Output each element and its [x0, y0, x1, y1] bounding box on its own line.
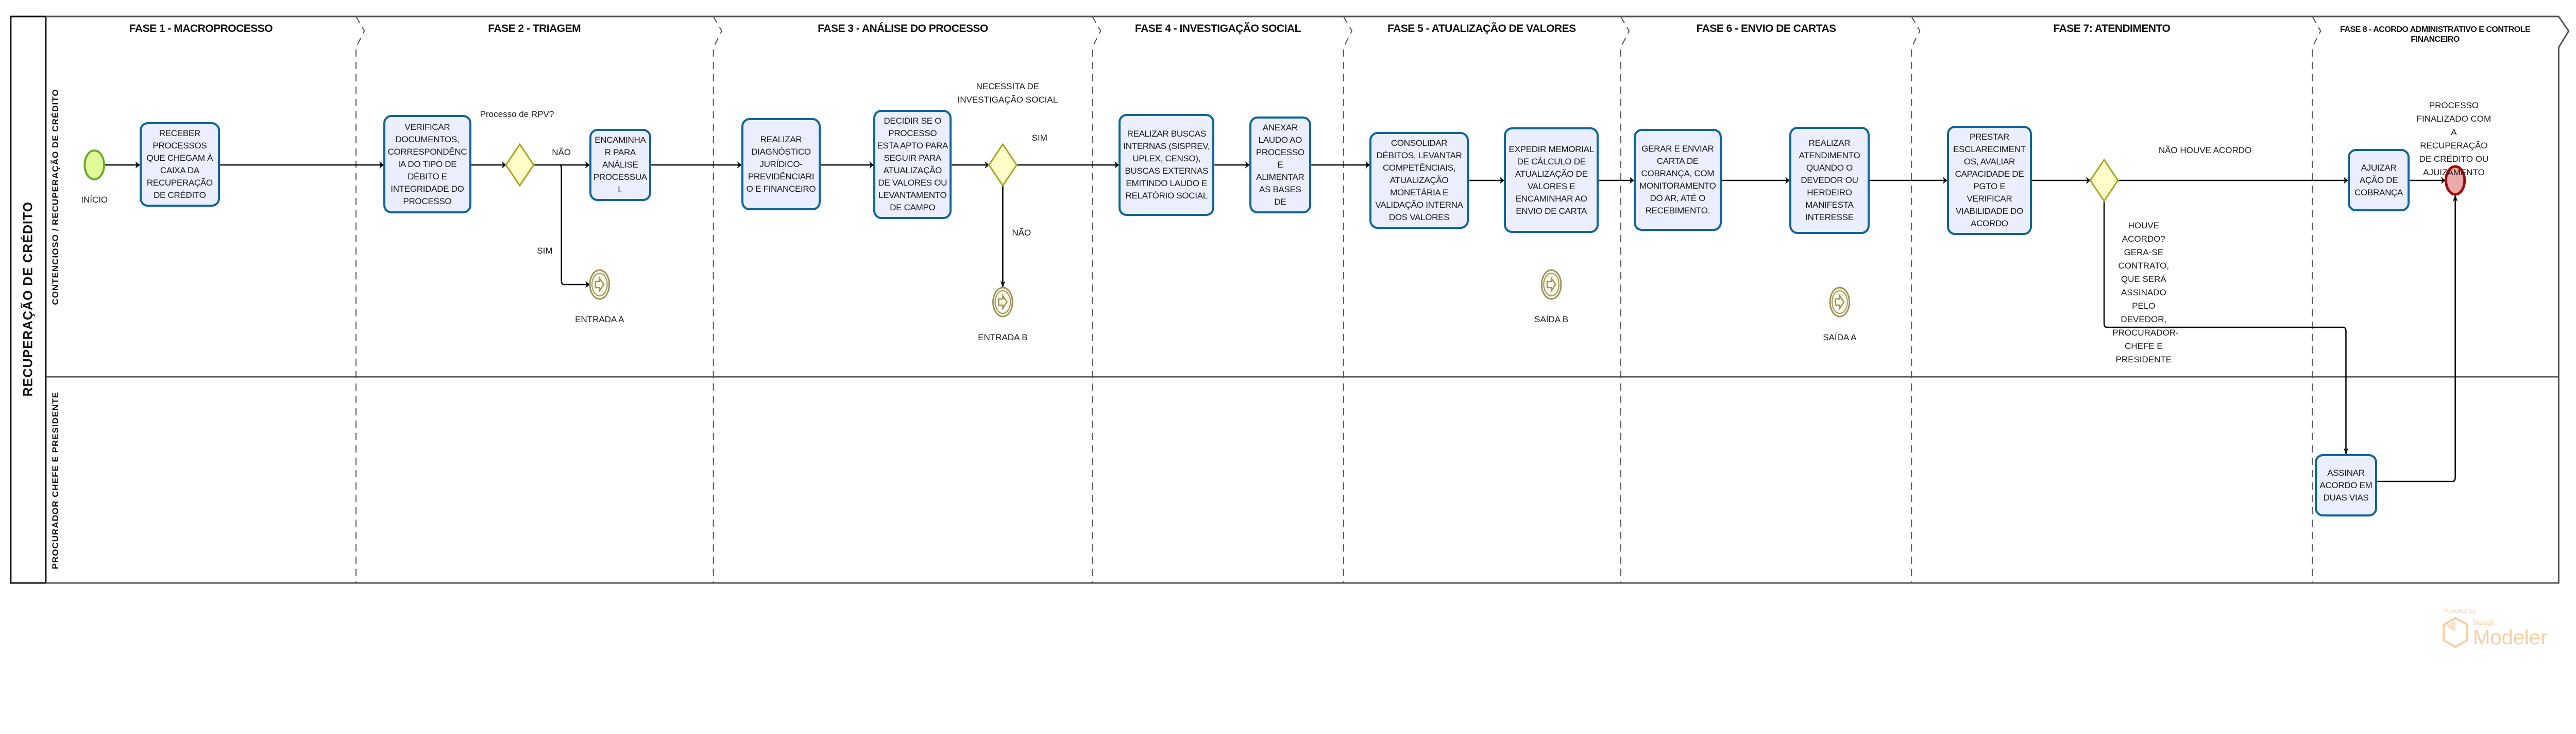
- phase-title-6: FASE 6 - ENVIO DE CARTAS: [1696, 23, 1836, 35]
- task-receber-processos[interactable]: RECEBER PROCESSOS QUE CHEGAM À CAIXA DA …: [139, 122, 220, 207]
- task-encaminhar-analise[interactable]: ENCAMINHAR PARA ANÁLISE PROCESSUAL: [589, 128, 652, 201]
- gateway-investigacao-icon[interactable]: [989, 144, 1016, 186]
- gateway-rpv-no-label: NÃO: [552, 147, 571, 157]
- phase-title-2: FASE 2 - TRIAGEM: [488, 23, 581, 35]
- gateway-rpv-question: Processo de RPV?: [480, 109, 554, 119]
- phase-separator: [356, 16, 364, 583]
- flow: [2377, 195, 2458, 481]
- gateway-investigacao-question-2: INVESTIGAÇÃO SOCIAL: [957, 95, 1058, 105]
- end-event-label: PROCESSO FINALIZADO COM A RECUPERAÇÃO DE…: [2416, 101, 2492, 177]
- task-consolidar-debitos[interactable]: CONSOLIDAR DÉBITOS, LEVANTAR COMPETÊNCIA…: [1369, 132, 1469, 229]
- phase-separator: [1344, 16, 1352, 583]
- entrada-a-label: ENTRADA A: [575, 314, 624, 324]
- task-verificar-documentos[interactable]: VERIFICAR DOCUMENTOS, CORRESPONDÊNCIA DO…: [383, 115, 471, 213]
- task-realizar-buscas[interactable]: REALIZAR BUSCAS INTERNAS (SISPREV, UPLEX…: [1118, 114, 1215, 216]
- phase-separators: [356, 16, 2320, 583]
- phase-separator: [1092, 16, 1100, 583]
- pool: [11, 16, 2569, 583]
- flow: [560, 165, 590, 288]
- task-realizar-diagnostico[interactable]: REALIZAR DIAGNÓSTICO JURÍDICO-PREVIDÊNCI…: [741, 118, 821, 210]
- phase-separator: [2312, 16, 2320, 583]
- link-event-saida-a-icon[interactable]: [1830, 288, 1850, 316]
- phase-separator: [714, 16, 722, 583]
- sequence-flows: [105, 161, 2458, 481]
- task-ajuizar-acao[interactable]: AJUIZAR AÇÃO DE COBRANÇA: [2347, 149, 2410, 211]
- task-prestar-esclarecimentos[interactable]: PRESTAR ESCLARECIMENTOS, AVALIAR CAPACID…: [1946, 126, 2032, 235]
- pool-border: [46, 16, 2569, 583]
- gateway-acordo-no-label: NÃO HOUVE ACORDO: [2158, 145, 2252, 155]
- watermark-powered-by: Powered by: [2443, 607, 2476, 614]
- start-event-label: INÍCIO: [81, 195, 108, 205]
- lane-label-procurador: PROCURADOR CHEFE E PRESIDENTE: [50, 391, 60, 570]
- phase-separator: [1621, 16, 1629, 583]
- saida-b-label: SAÍDA B: [1534, 314, 1569, 324]
- bizagi-modeler-watermark: Powered by bizagi Modeler: [2442, 607, 2548, 648]
- phase-title-3: FASE 3 - ANÁLISE DO PROCESSO: [818, 23, 988, 35]
- pool-header: [11, 16, 46, 583]
- phase-title-8: FASE 8 - ACORDO ADMINISTRATIVO E CONTROL…: [2340, 25, 2531, 44]
- task-expedir-memorial[interactable]: EXPEDIR MEMORIAL DE CÁLCULO DE ATUALIZAÇ…: [1503, 127, 1599, 233]
- entrada-b-label: ENTRADA B: [978, 332, 1028, 342]
- lane-label-contencioso: CONTENCIOSO / RECUPERAÇÃO DE CRÉDITO: [50, 89, 61, 305]
- watermark-product: Modeler: [2473, 626, 2548, 649]
- phase-separator: [1911, 16, 1920, 583]
- phase-title-4: FASE 4 - INVESTIGAÇÃO SOCIAL: [1134, 23, 1301, 35]
- link-event-entrada-b-icon[interactable]: [993, 288, 1013, 316]
- saida-a-label: SAÍDA A: [1823, 332, 1857, 342]
- phase-title-1: FASE 1 - MACROPROCESSO: [129, 23, 273, 35]
- bizagi-logo-icon: [2443, 616, 2468, 648]
- link-event-entrada-a-icon[interactable]: [590, 270, 609, 299]
- task-assinar-acordo[interactable]: ASSINAR ACORDO EM DUAS VIAS: [2314, 454, 2378, 516]
- task-realizar-atendimento[interactable]: REALIZAR ATENDIMENTO QUANDO O DEVEDOR OU…: [1789, 127, 1870, 234]
- task-decidir-apto[interactable]: DECIDIR SE O PROCESSO ESTA APTO PARA SEG…: [873, 109, 952, 219]
- pool-title: RECUPERAÇÃO DE CRÉDITO: [21, 201, 36, 397]
- flow: [2104, 201, 2349, 455]
- phase-title-5: FASE 5 - ATUALIZAÇÃO DE VALORES: [1387, 23, 1576, 35]
- start-event-icon[interactable]: [84, 151, 104, 179]
- task-anexar-laudo[interactable]: ANEXAR LAUDO AO PROCESSO E ALIMENTAR AS …: [1249, 116, 1312, 213]
- gateway-rpv-icon[interactable]: [506, 144, 534, 186]
- gateway-investigacao-question-1: NECESSITA DE: [976, 81, 1040, 91]
- gateway-acordo-yes-label: HOUVE ACORDO? GERA-SE CONTRATO, QUE SERÁ…: [2112, 221, 2179, 364]
- phase-title-7: FASE 7: ATENDIMENTO: [2053, 23, 2171, 35]
- gateway-investigacao-no-label: NÃO: [1012, 228, 1031, 238]
- link-event-saida-b-icon[interactable]: [1541, 270, 1561, 299]
- end-event-icon[interactable]: [2446, 166, 2464, 194]
- task-gerar-carta[interactable]: GERAR E ENVIAR CARTA DE COBRANÇA, COM MO…: [1633, 129, 1722, 231]
- watermark-brand: bizagi: [2473, 618, 2494, 627]
- gateway-investigacao-yes-label: SIM: [1031, 133, 1047, 143]
- gateway-rpv-yes-label: SIM: [537, 246, 553, 256]
- gateway-acordo-icon[interactable]: [2090, 160, 2118, 201]
